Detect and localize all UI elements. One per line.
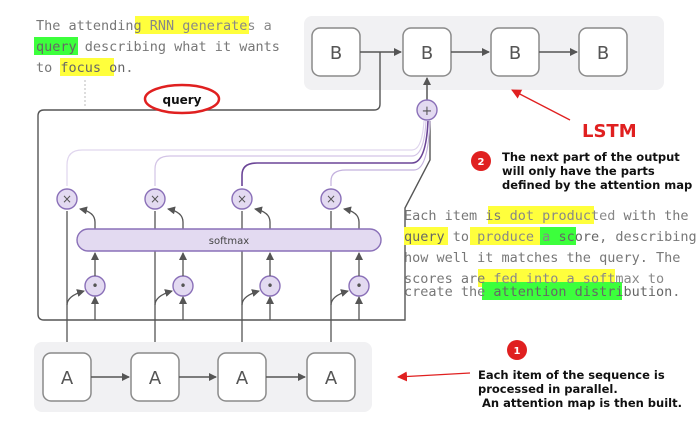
svg-text:•: • xyxy=(266,279,273,293)
multiply-node: × xyxy=(320,188,342,210)
encoder-node: A xyxy=(42,352,92,402)
svg-text:×: × xyxy=(237,192,247,206)
svg-text:A: A xyxy=(149,368,162,389)
svg-text:Each item of the sequence is: Each item of the sequence is xyxy=(478,368,665,382)
multiply-nodes: × × × × xyxy=(56,188,342,210)
svg-text:create the attention distribut: create the attention distribution. xyxy=(404,284,680,300)
decoder-node: B xyxy=(490,27,540,77)
svg-text:1: 1 xyxy=(514,346,521,357)
svg-text:will only have the parts: will only have the parts xyxy=(502,164,655,178)
svg-text:•: • xyxy=(179,279,186,293)
decoder-node: B xyxy=(402,27,452,77)
multiply-node: × xyxy=(56,188,78,210)
svg-text:to focus on.: to focus on. xyxy=(36,60,134,76)
encoder-nodes: A A A A xyxy=(42,352,356,402)
svg-text:+: + xyxy=(422,104,433,119)
svg-text:scores are fed into a softmax: scores are fed into a softmax to xyxy=(404,271,664,287)
svg-text:B: B xyxy=(597,43,609,64)
multiply-node: × xyxy=(144,188,166,210)
query-label: query xyxy=(143,83,221,115)
svg-text:B: B xyxy=(330,43,342,64)
softmax-bar: softmax xyxy=(76,228,382,252)
svg-text:The next part of the output: The next part of the output xyxy=(502,150,680,164)
note-2-badge xyxy=(471,151,491,171)
svg-text:2: 2 xyxy=(478,157,485,168)
svg-text:×: × xyxy=(150,192,160,206)
dot-node: • xyxy=(348,275,370,297)
note-1-arrow xyxy=(397,371,471,382)
note-2: 2 The next part of the output will only … xyxy=(471,150,692,192)
svg-text:An attention map is then built: An attention map is then built. xyxy=(482,396,682,410)
svg-text:A: A xyxy=(236,368,249,389)
svg-text:Each item is dot producted wit: Each item is dot producted with the xyxy=(404,208,689,224)
svg-text:•: • xyxy=(91,279,98,293)
encoder-node: A xyxy=(306,352,356,402)
plus-node: + xyxy=(416,99,438,121)
encoder-node: A xyxy=(130,352,180,402)
multiply-node: × xyxy=(231,188,253,210)
dot-node: • xyxy=(172,275,194,297)
svg-text:processed in parallel.: processed in parallel. xyxy=(478,382,618,396)
svg-text:query describing what it wants: query describing what it wants xyxy=(36,39,280,55)
svg-text:A: A xyxy=(325,368,338,389)
svg-text:A: A xyxy=(61,368,74,389)
dot-node: • xyxy=(259,275,281,297)
svg-text:query to produce a score, desc: query to produce a score, describing xyxy=(404,229,697,245)
dot-nodes: • • • • xyxy=(84,275,370,297)
svg-text:×: × xyxy=(326,192,336,206)
svg-text:B: B xyxy=(421,43,433,64)
decoder-node: B xyxy=(578,27,628,77)
svg-text:how well it matches the query.: how well it matches the query. The xyxy=(404,250,680,266)
svg-text:×: × xyxy=(62,192,72,206)
decoder-nodes: B B B B xyxy=(311,27,628,77)
query-loop-line xyxy=(37,52,431,321)
svg-text:B: B xyxy=(509,43,521,64)
svg-text:•: • xyxy=(355,279,362,293)
dot-node: • xyxy=(84,275,106,297)
softmax-output-arrows xyxy=(79,206,360,230)
note-1-badge xyxy=(507,340,527,360)
dot-to-softmax-arrows xyxy=(91,252,363,276)
dot-input-curves xyxy=(66,289,363,320)
right-caption: Each item is dot producted with the quer… xyxy=(404,206,697,300)
svg-text:query: query xyxy=(162,93,201,107)
intro-caption: The attending RNN generates a query desc… xyxy=(34,16,280,76)
svg-text:defined by the attention map: defined by the attention map xyxy=(502,178,692,192)
svg-text:The attending RNN generates a: The attending RNN generates a xyxy=(36,18,272,34)
lstm-label: LSTM xyxy=(582,121,637,142)
svg-text:softmax: softmax xyxy=(209,236,249,247)
lstm-arrow xyxy=(511,89,571,121)
note-1: 1 Each item of the sequence is processed… xyxy=(397,340,682,410)
encoder-node: A xyxy=(217,352,267,402)
attention-weight-lines xyxy=(66,120,431,186)
decoder-node: B xyxy=(311,27,361,77)
